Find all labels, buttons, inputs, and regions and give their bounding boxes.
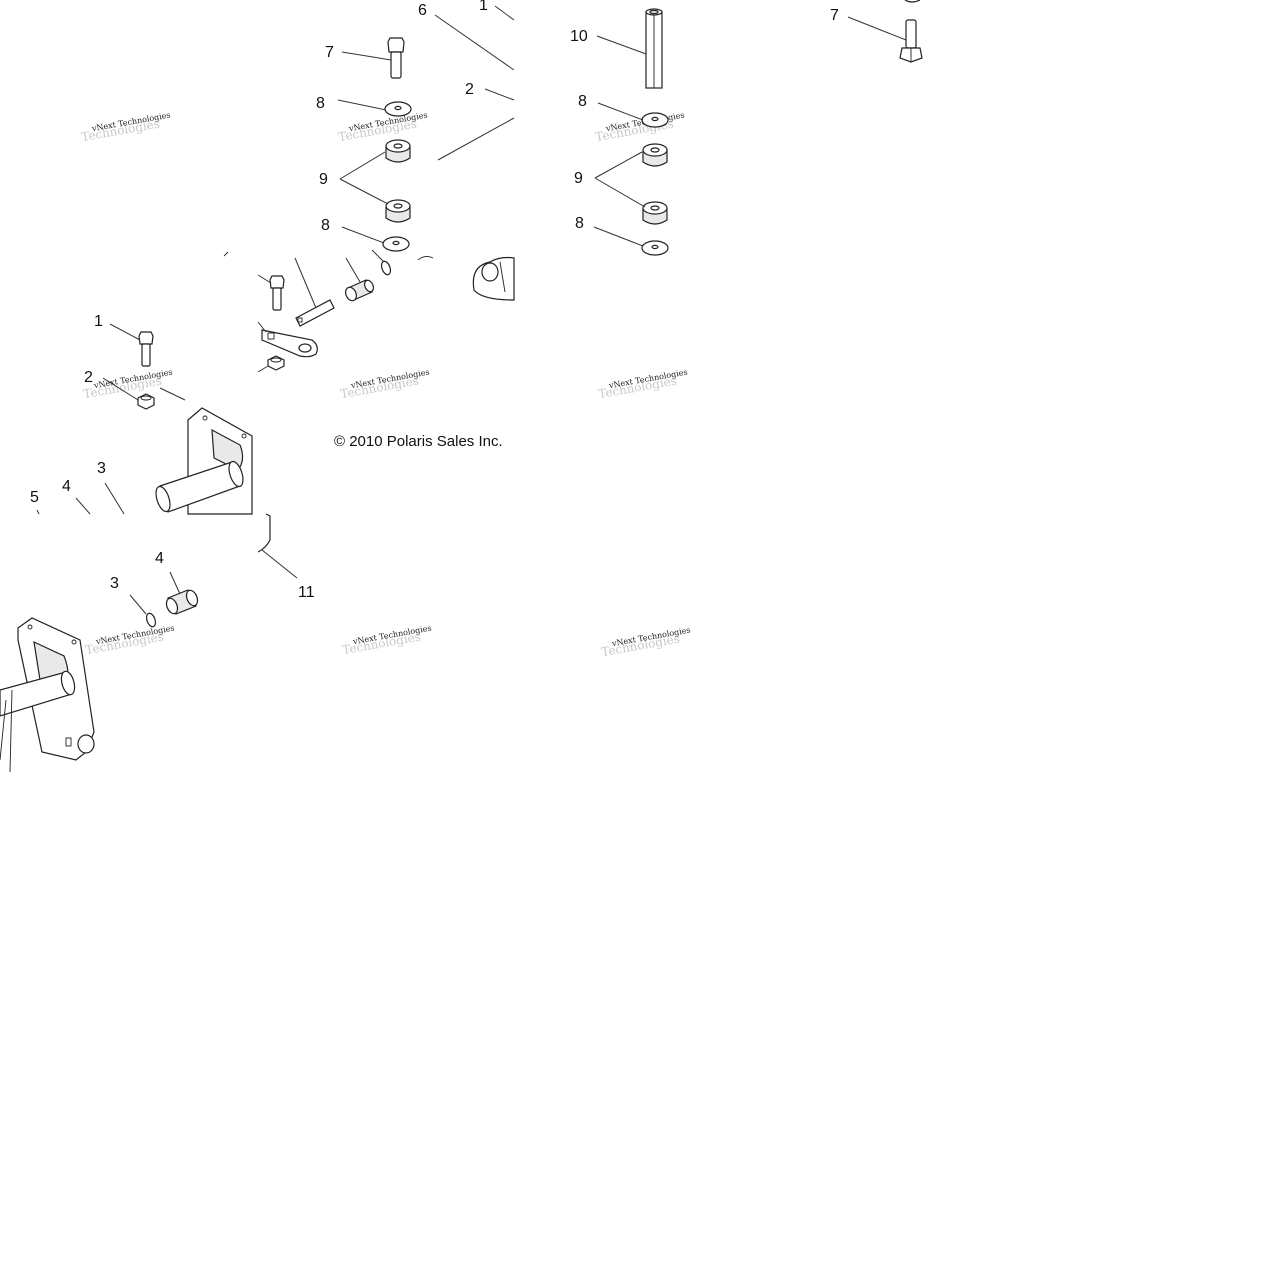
callout-11: 11: [298, 584, 315, 601]
leader-oring-mid: [371, 249, 385, 263]
callout-1-top: 1: [479, 0, 488, 14]
copyright-text: © 2010 Polaris Sales Inc.: [334, 433, 503, 450]
nut-left-mid: [137, 393, 155, 410]
leader-4-a: [75, 497, 91, 515]
leader-6: [434, 14, 515, 71]
callout-8-d: 8: [575, 215, 584, 232]
leader-3-a: [104, 482, 125, 515]
callout-1-mid: 1: [94, 313, 103, 330]
housing-fragment-lower: [257, 513, 271, 553]
leader-9-a-2: [339, 178, 389, 205]
leader-8-a: [337, 99, 387, 111]
callout-4-b: 4: [155, 550, 164, 567]
leader-10: [596, 35, 647, 55]
watermark-6: Technologies vNext Technologies: [597, 368, 688, 402]
washer-mid-bottom: [382, 236, 410, 252]
leader-4-b: [169, 571, 181, 595]
washer-mid-top: [384, 101, 412, 117]
spindle-upper: [155, 407, 253, 515]
bolt-mid-top: [387, 37, 405, 79]
watermark-1: Technologies vNext Technologies: [80, 111, 171, 145]
leader-nut: [257, 365, 269, 373]
callout-2-mid: 2: [84, 369, 93, 386]
pin-rod: [295, 299, 335, 327]
callout-8-a: 8: [316, 95, 325, 112]
leader-bolt-small: [257, 274, 272, 284]
callout-7-b: 7: [830, 7, 839, 24]
washer-right-top: [641, 112, 669, 128]
spindle-lower: [0, 617, 95, 773]
leader-8-b: [597, 102, 644, 121]
callout-7-a: 7: [325, 44, 334, 61]
leader-extra-2: [159, 387, 186, 401]
callout-8-b: 8: [578, 93, 587, 110]
watermark-5: Technologies vNext Technologies: [339, 368, 430, 402]
spacer-tube: [645, 8, 663, 89]
callout-3-a: 3: [97, 460, 106, 477]
mark-fragment: [223, 251, 229, 257]
leader-8-d: [593, 226, 644, 247]
housing-fragment-right: [472, 256, 515, 301]
bushing-right-lower: [642, 201, 668, 225]
callout-10: 10: [570, 28, 588, 45]
callout-6: 6: [418, 2, 427, 19]
bolt-small-left: [269, 275, 285, 311]
bushing-mid-upper: [385, 139, 411, 163]
leader-3-b: [129, 594, 147, 615]
washer-right-bottom: [641, 240, 669, 256]
bushing-right-upper: [642, 143, 668, 167]
leader-1-top: [494, 5, 515, 21]
leader-5: [36, 509, 40, 515]
bolt-top-right: [899, 0, 923, 63]
callout-4-a: 4: [62, 478, 71, 495]
leader-7-b: [847, 16, 907, 41]
leader-bracket: [257, 321, 267, 333]
callout-5: 5: [30, 489, 39, 506]
bracket-arm: [261, 329, 318, 358]
leader-9-b-2: [594, 177, 646, 208]
watermark-2: Technologies vNext Technologies: [337, 111, 428, 145]
watermark-3: Technologies vNext Technologies: [594, 111, 685, 145]
callout-3-b: 3: [110, 575, 119, 592]
watermark-7: Technologies vNext Technologies: [84, 624, 175, 658]
bushing-mid-lower: [385, 199, 411, 223]
leader-7-a: [341, 51, 392, 61]
leader-9-a-1: [339, 151, 386, 180]
leader-sleeve: [345, 257, 361, 283]
callout-9-a: 9: [319, 171, 328, 188]
bushing-lower: [165, 589, 199, 615]
leader-pin: [294, 257, 317, 309]
watermark-9: Technologies vNext Technologies: [600, 626, 691, 660]
watermark-4: Technologies vNext Technologies: [82, 368, 173, 402]
nut-small: [267, 355, 285, 371]
leader-1-mid: [109, 323, 141, 341]
callout-2-top: 2: [465, 81, 474, 98]
callout-9-b: 9: [574, 170, 583, 187]
clip-fragment: [417, 255, 434, 261]
o-ring-mid: [380, 260, 392, 276]
leader-extra: [437, 117, 515, 161]
o-ring-lower: [145, 612, 157, 628]
leader-8-c: [341, 226, 385, 244]
leader-11: [261, 549, 298, 579]
leader-2-top: [484, 88, 515, 101]
callout-8-c: 8: [321, 217, 330, 234]
leader-9-b-1: [594, 151, 643, 179]
leader-2-mid: [102, 377, 139, 401]
watermark-8: Technologies vNext Technologies: [341, 624, 432, 658]
bolt-left-mid: [138, 331, 154, 367]
sleeve-bushing: [344, 279, 375, 302]
